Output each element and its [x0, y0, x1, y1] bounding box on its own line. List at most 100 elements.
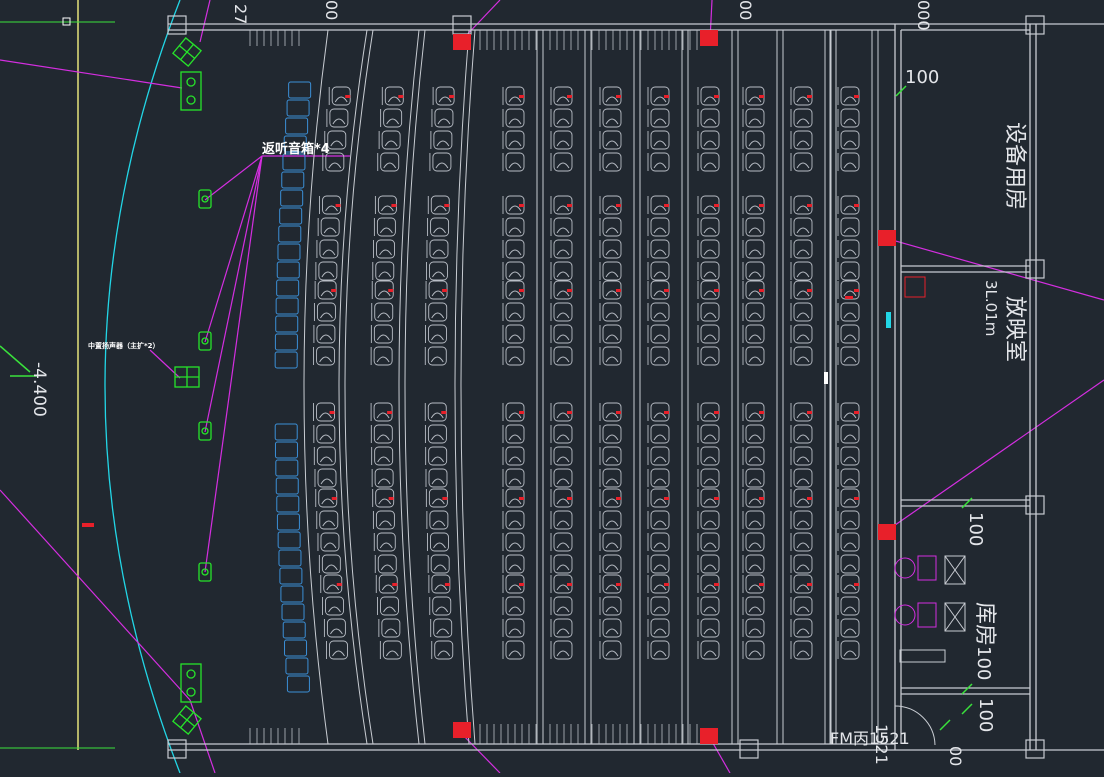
monitor-speaker-icon — [276, 513, 300, 531]
dim-top-27: 27 — [231, 4, 250, 24]
cyan-marker — [886, 312, 891, 328]
monitor-speaker-icon — [277, 531, 301, 549]
seat-icon — [697, 596, 720, 616]
seat-marker — [442, 497, 448, 500]
seat-icon — [599, 446, 622, 466]
seat-icon — [742, 217, 765, 237]
seat-icon — [790, 618, 813, 638]
seat-icon — [790, 554, 813, 574]
seat-icon — [502, 574, 525, 594]
seat-icon — [599, 532, 622, 552]
seat-icon — [647, 261, 670, 281]
seat-icon — [837, 302, 860, 322]
seat-icon — [502, 346, 525, 366]
seat-icon — [647, 424, 670, 444]
seat-marker — [441, 411, 447, 414]
seat-icon — [429, 152, 452, 172]
seat-marker — [388, 497, 394, 500]
projection-elevation-label: 3L.01m — [982, 280, 1000, 336]
monitor-speaker-icon — [276, 261, 300, 279]
seat-icon — [314, 468, 337, 488]
white-marker — [824, 372, 828, 384]
seat-marker — [616, 411, 621, 414]
seat-icon — [427, 554, 450, 574]
seat-marker — [759, 583, 764, 586]
seat-marker — [616, 497, 621, 500]
aisle-line — [404, 29, 426, 745]
seat-marker — [714, 497, 719, 500]
seat-marker — [329, 411, 335, 414]
monitor-speaker-array — [274, 81, 312, 693]
seat-icon — [742, 108, 765, 128]
dim-top-000: 000 — [914, 0, 933, 31]
seat-icon — [599, 130, 622, 150]
seat-marker — [807, 411, 812, 414]
seat-icon — [790, 424, 813, 444]
seat-icon — [837, 424, 860, 444]
seat-marker — [664, 289, 669, 292]
aisle-line — [344, 29, 374, 745]
seat-icon — [502, 324, 525, 344]
seat-marker — [759, 411, 764, 414]
dim-100-d: 100 — [975, 698, 996, 732]
dim-bottom-00: 00 — [946, 746, 965, 766]
monitor-speaker-icon — [276, 495, 300, 513]
seat-icon — [424, 346, 447, 366]
seat-marker — [331, 497, 337, 500]
seat-marker — [442, 289, 448, 292]
seat-icon — [647, 130, 670, 150]
seat-icon — [378, 618, 401, 638]
seat-icon — [550, 108, 573, 128]
seat-icon — [502, 217, 525, 237]
seat-icon — [502, 130, 525, 150]
seat-marker — [567, 95, 572, 98]
seat-icon — [647, 324, 670, 344]
equipment-room-label: 设备用房 — [1002, 122, 1027, 210]
seat-icon — [742, 532, 765, 552]
seat-marker — [714, 204, 719, 207]
seat-icon — [647, 468, 670, 488]
main-speaker-top-icon — [171, 36, 203, 68]
seat-marker — [331, 289, 337, 292]
seat-marker — [398, 95, 404, 98]
monitor-speaker-icon — [285, 657, 309, 675]
seat-marker — [807, 497, 812, 500]
seat-icon — [647, 510, 670, 530]
monitor-speaker-icon — [275, 297, 299, 315]
seat-icon — [426, 510, 449, 530]
seat-icon — [315, 261, 338, 281]
seat-icon — [502, 424, 525, 444]
seat-icon — [647, 346, 670, 366]
seat-marker — [519, 411, 524, 414]
seat-marker — [567, 411, 572, 414]
seat-icon — [697, 510, 720, 530]
seat-icon — [837, 510, 860, 530]
seat-marker — [519, 497, 524, 500]
stairs-top — [249, 30, 698, 50]
seat-marker — [807, 289, 812, 292]
seat-marker — [714, 95, 719, 98]
seat-icon — [837, 618, 860, 638]
seat-icon — [430, 130, 453, 150]
surround-speaker-icon — [198, 331, 212, 351]
seat-marker — [759, 497, 764, 500]
seat-icon — [323, 618, 346, 638]
seat-icon — [317, 532, 340, 552]
seat-icon — [322, 596, 344, 616]
seat-icon — [837, 468, 860, 488]
seat-marker — [807, 95, 812, 98]
seat-icon — [790, 532, 813, 552]
monitor-speaker-icon — [274, 441, 298, 459]
monitor-speaker-icon — [278, 549, 302, 567]
seat-icon — [837, 108, 860, 128]
seat-icon — [318, 554, 341, 574]
dim-100-b: 100 — [965, 512, 986, 546]
aisle-line — [454, 29, 470, 745]
seat-icon — [377, 596, 399, 616]
seat-icon — [371, 468, 394, 488]
seat-icon — [550, 239, 573, 259]
seat-icon — [426, 239, 449, 259]
seat-icon — [697, 324, 720, 344]
monitor-speaker-icon — [274, 333, 298, 351]
